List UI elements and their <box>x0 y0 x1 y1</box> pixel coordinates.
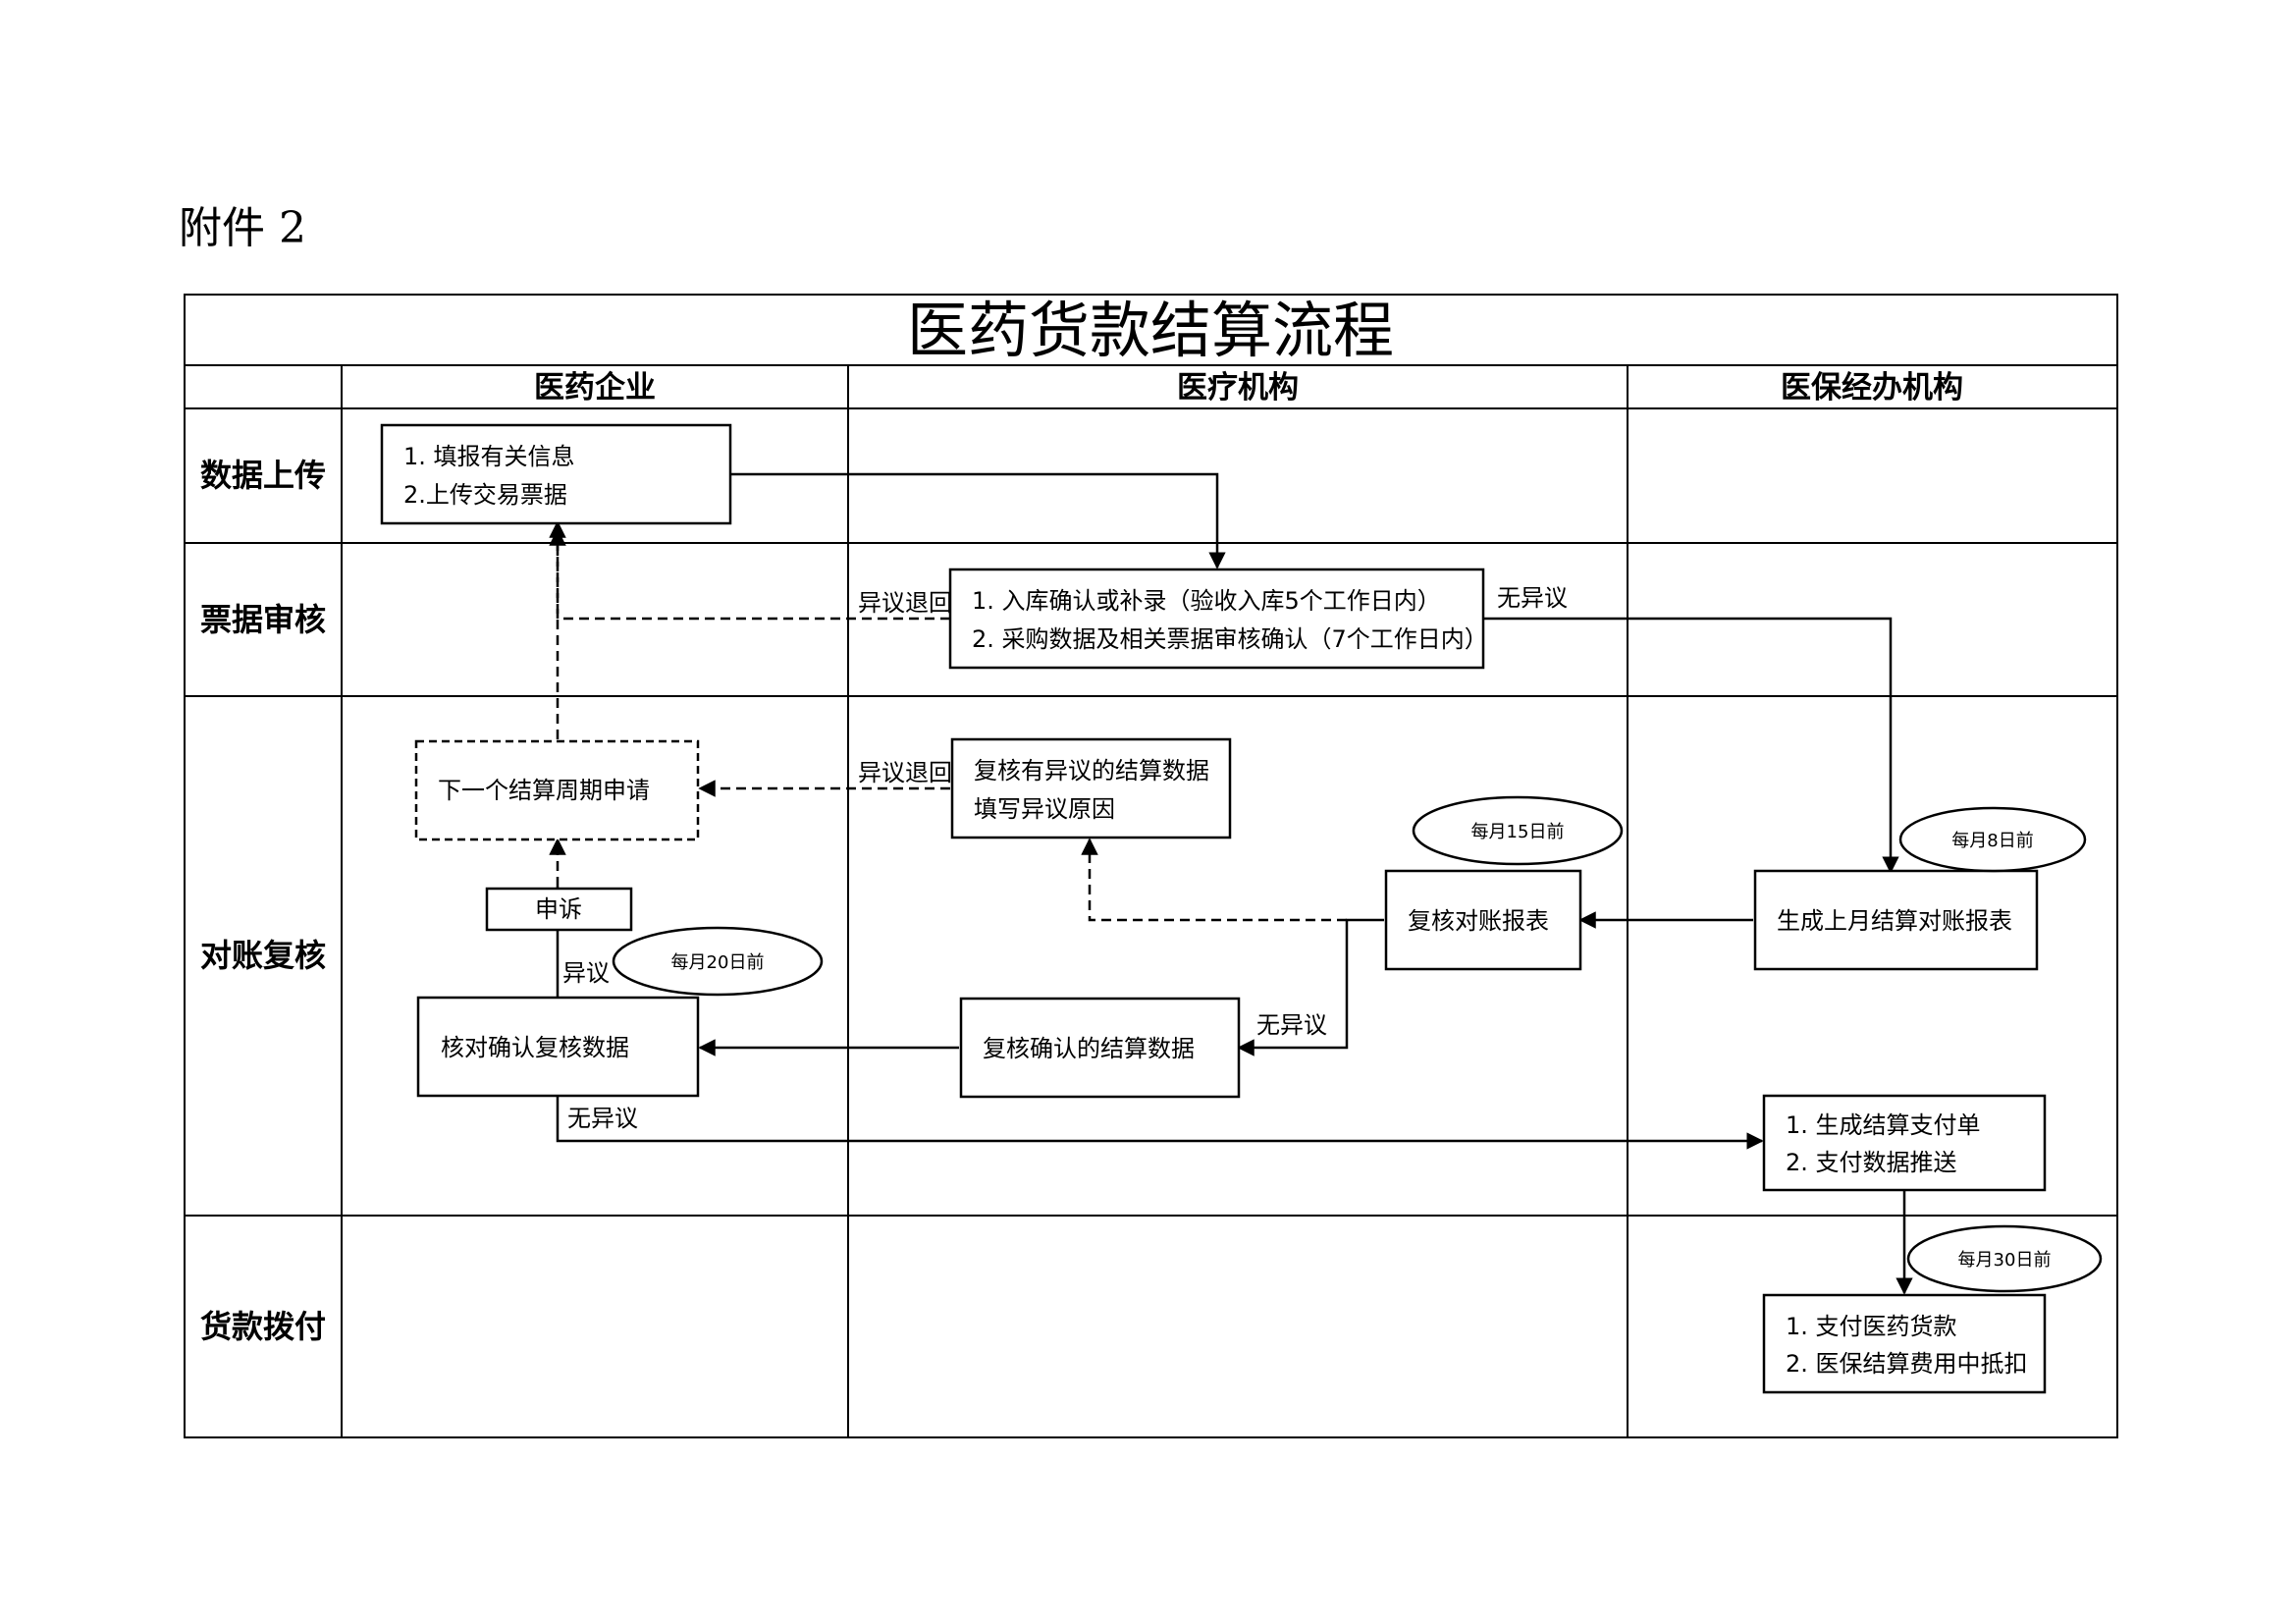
edge-review-to-confirmed <box>1237 918 1384 1056</box>
oval-before-15-text: 每月15日前 <box>1471 822 1565 842</box>
box-review-report-line-1: 复核对账报表 <box>1408 907 1549 935</box>
box-appeal: 申诉 <box>485 887 633 932</box>
oval-before-20: 每月20日前 <box>612 926 824 997</box>
oval-before-30-text: 每月30日前 <box>1958 1250 2052 1271</box>
oval-before-30: 每月30日前 <box>1906 1224 2103 1293</box>
edge-label-no-objection-1: 无异议 <box>1497 584 1568 612</box>
edge-warehouse-return <box>549 520 950 621</box>
connectors <box>549 472 1913 1295</box>
box-next-cycle: 下一个结算周期申请 <box>414 739 700 841</box>
edge-upload-to-warehouse <box>730 472 1226 569</box>
box-gen-report: 生成上月结算对账报表 <box>1753 869 2039 971</box>
column-header-medical: 医疗机构 <box>1177 370 1299 406</box>
row-header-reconcile: 对账复核 <box>200 937 326 974</box>
dashed-connectors <box>549 520 1347 922</box>
box-confirmed: 复核确认的结算数据 <box>959 997 1241 1099</box>
box-recheck-dispute: 复核有异议的结算数据 填写异议原因 <box>950 737 1232 839</box>
swimlane-table <box>184 294 2118 1438</box>
oval-before-8-text: 每月8日前 <box>1951 831 2033 851</box>
box-upload: 1. 填报有关信息 2.上传交易票据 <box>380 423 732 525</box>
box-pay-order-line-1: 1. 生成结算支付单 <box>1786 1111 1981 1139</box>
row-header-payment: 货款拨付 <box>200 1308 326 1345</box>
box-warehouse-line-1: 1. 入库确认或补录（验收入库5个工作日内） <box>972 587 1441 615</box>
box-review-report: 复核对账报表 <box>1384 869 1582 971</box>
column-header-insurance: 医保经办机构 <box>1781 370 1963 406</box>
edge-label-return-2: 异议退回 <box>858 759 952 786</box>
box-upload-line-1: 1. 填报有关信息 <box>403 443 575 470</box>
box-upload-line-2: 2.上传交易票据 <box>403 481 567 509</box>
edge-verify-to-payorder <box>556 1096 1764 1150</box>
edge-review-to-dispute <box>1081 838 1347 922</box>
oval-before-15: 每月15日前 <box>1412 795 1624 866</box>
edge-warehouse-to-genreport <box>1483 617 1899 874</box>
box-pay-order-line-2: 2. 支付数据推送 <box>1786 1149 1957 1176</box>
box-warehouse: 1. 入库确认或补录（验收入库5个工作日内） 2. 采购数据及相关票据审核确认（… <box>948 568 1488 670</box>
attachment-label: 附件 2 <box>179 203 306 253</box>
edge-label-return-1: 异议退回 <box>858 589 952 617</box>
box-next-cycle-line-1: 下一个结算周期申请 <box>438 777 650 804</box>
box-warehouse-line-2: 2. 采购数据及相关票据审核确认（7个工作日内） <box>972 625 1488 653</box>
box-verify-line-1: 核对确认复核数据 <box>441 1034 629 1061</box>
box-verify: 核对确认复核数据 <box>416 996 700 1098</box>
box-pay: 1. 支付医药货款 2. 医保结算费用中抵扣 <box>1762 1293 2047 1394</box>
row-header-audit: 票据审核 <box>200 601 326 638</box>
box-appeal-line-1: 申诉 <box>535 895 582 923</box>
edge-label-no-objection-2: 无异议 <box>1256 1011 1327 1039</box>
oval-before-8: 每月8日前 <box>1898 806 2087 873</box>
box-pay-line-2: 2. 医保结算费用中抵扣 <box>1786 1350 2028 1378</box>
box-pay-order: 1. 生成结算支付单 2. 支付数据推送 <box>1762 1094 2047 1192</box>
box-recheck-dispute-line-2: 填写异议原因 <box>974 795 1115 823</box>
box-pay-line-1: 1. 支付医药货款 <box>1786 1313 1957 1340</box>
edge-label-no-objection-3: 无异议 <box>567 1105 638 1132</box>
flow-title: 医药货款结算流程 <box>907 295 1394 366</box>
edge-label-objection: 异议 <box>562 959 610 987</box>
box-confirmed-line-1: 复核确认的结算数据 <box>983 1035 1195 1062</box>
box-recheck-dispute-line-1: 复核有异议的结算数据 <box>974 757 1209 785</box>
oval-before-20-text: 每月20日前 <box>671 952 765 973</box>
column-header-pharma: 医药企业 <box>534 370 656 406</box>
row-header-upload: 数据上传 <box>200 457 326 494</box>
box-gen-report-line-1: 生成上月结算对账报表 <box>1777 907 2012 935</box>
